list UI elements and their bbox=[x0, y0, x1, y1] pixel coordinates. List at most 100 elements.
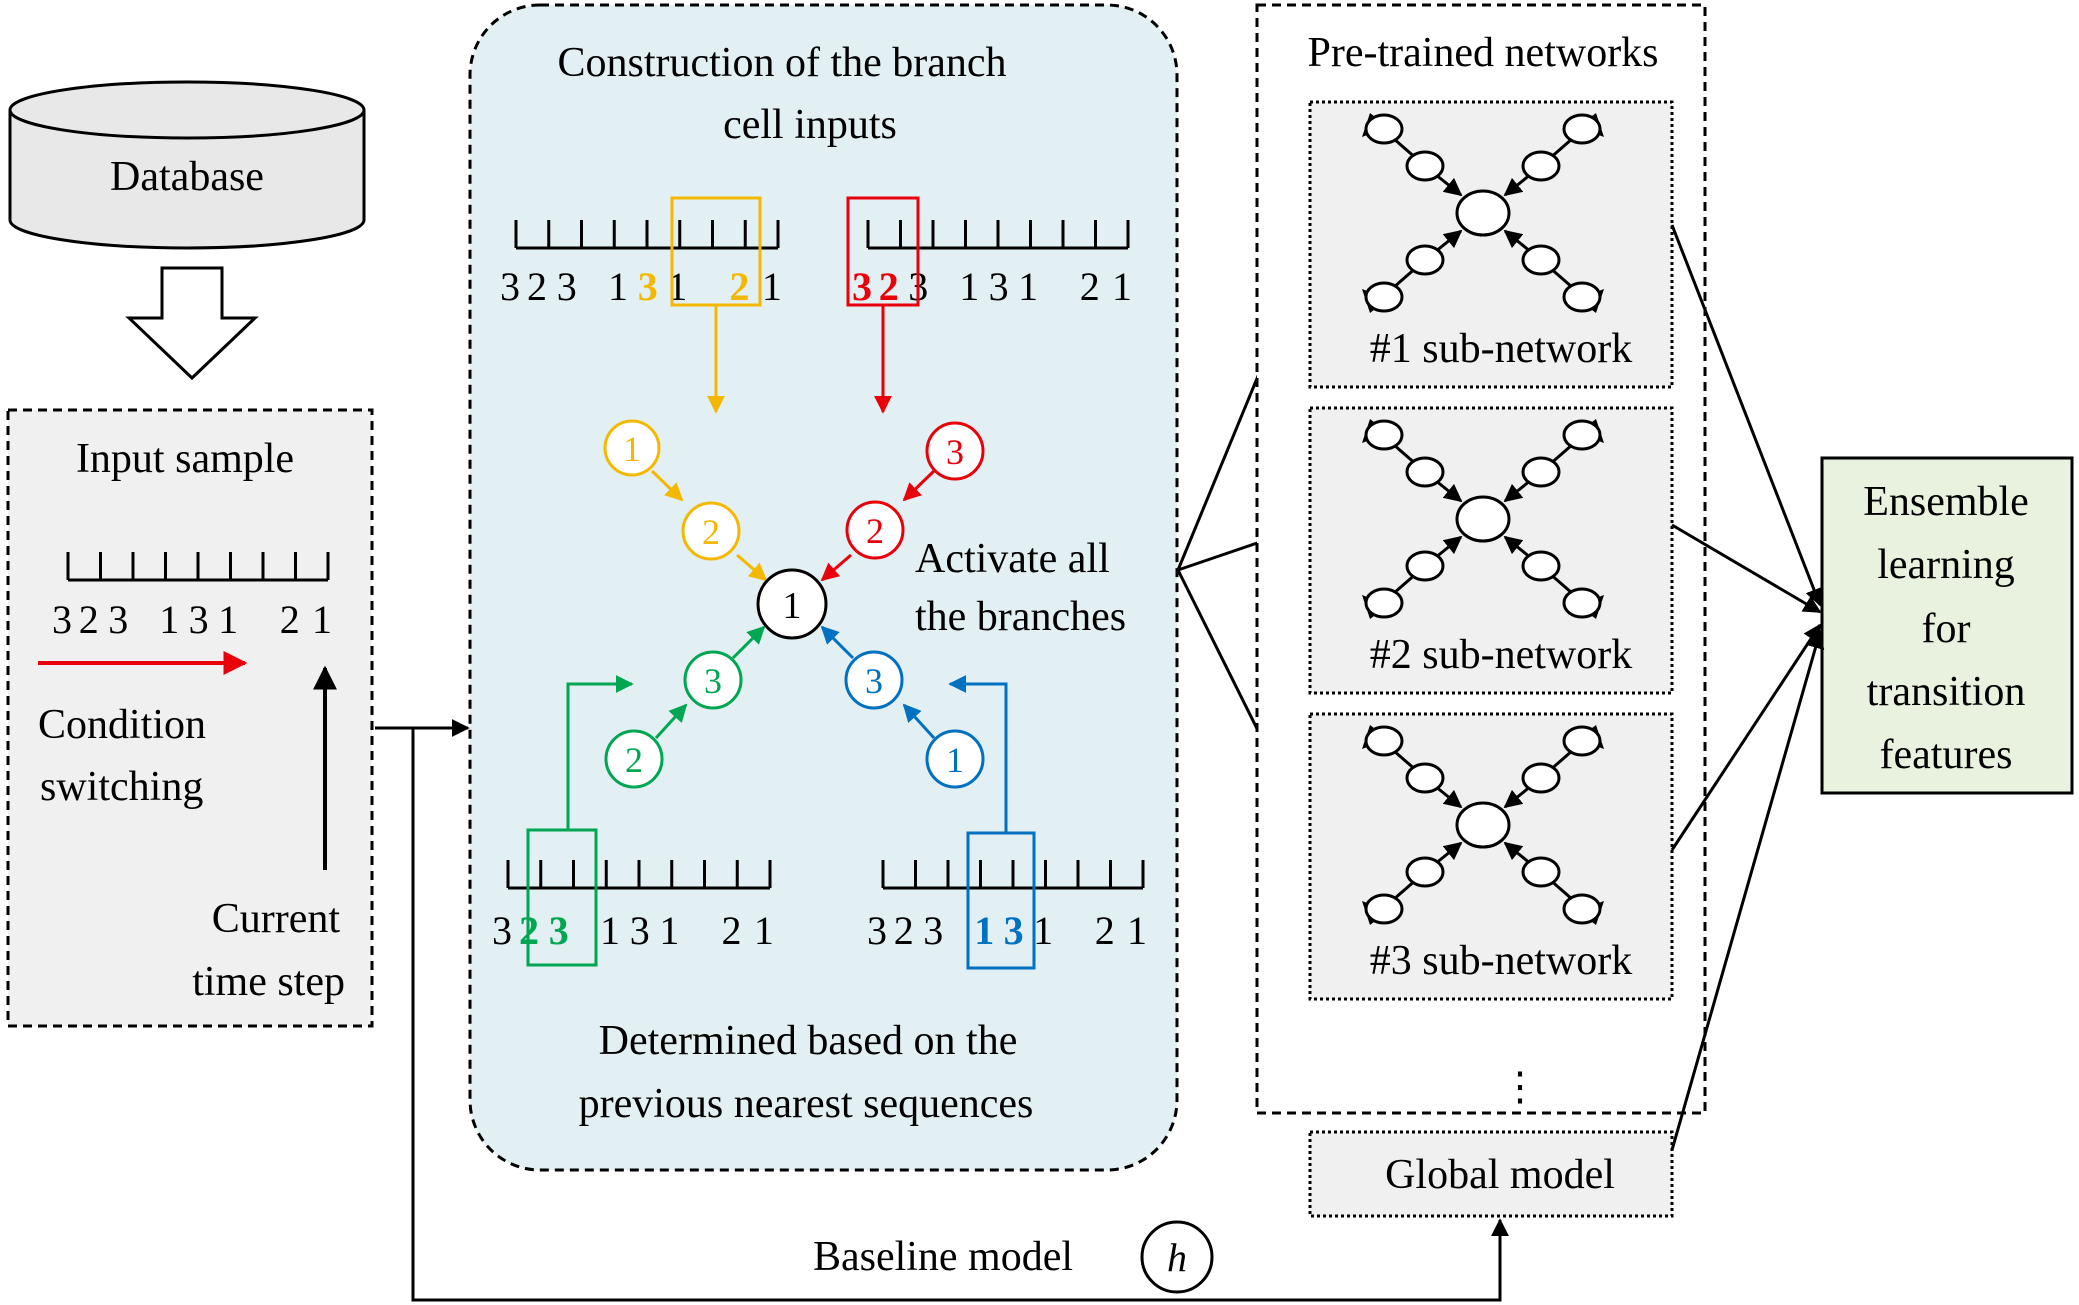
subnet-leaf-node bbox=[1364, 893, 1404, 925]
timeline-digit: 2 bbox=[1095, 908, 1115, 953]
baseline-path-arrow bbox=[411, 728, 1509, 1302]
timeline-digit: 2 bbox=[722, 908, 742, 953]
subnet-mid-node bbox=[1521, 762, 1561, 794]
global-model-box: Global model bbox=[1308, 1130, 1674, 1218]
timeline-digit: 1 bbox=[1033, 908, 1053, 953]
timeline-digit: 2 bbox=[280, 597, 300, 642]
database-cylinder: Database bbox=[8, 80, 366, 250]
subnet-leaf-node bbox=[1562, 587, 1602, 619]
activate-text-line2: the branches bbox=[915, 594, 1126, 640]
subnet-mid-node bbox=[1521, 244, 1561, 276]
ensemble-box: Ensemble learning for transition feature… bbox=[1820, 456, 2074, 795]
subnet-leaf-node bbox=[1562, 893, 1602, 925]
timeline-digit: 3 bbox=[549, 908, 569, 953]
ensemble-line4: transition bbox=[1867, 669, 2026, 715]
yellow-node-2: 2 bbox=[702, 512, 720, 552]
subnet-mid-node bbox=[1405, 244, 1445, 276]
subnetwork-3: #3 sub-network bbox=[1308, 712, 1674, 1001]
subnetwork-1-label: #1 sub-network bbox=[1370, 326, 1632, 372]
activate-text-line1: Activate all bbox=[915, 536, 1110, 582]
center-node-label: 1 bbox=[783, 585, 802, 627]
timeline-digit: 1 bbox=[974, 908, 994, 953]
construction-bottom-line2: previous nearest sequences bbox=[579, 1081, 1034, 1127]
timeline-digit: 3 bbox=[492, 908, 512, 953]
current-label-line1: Current bbox=[212, 896, 341, 942]
subnetwork-2: #2 sub-network bbox=[1308, 406, 1674, 695]
subnet-leaf-node bbox=[1364, 587, 1404, 619]
baseline-symbol: h bbox=[1167, 1235, 1187, 1280]
converge-arrows bbox=[1670, 224, 1825, 1151]
red-node-2: 2 bbox=[866, 511, 884, 551]
blue-node-1: 1 bbox=[946, 740, 964, 780]
subnet-mid-node bbox=[1521, 550, 1561, 582]
construction-title-line2: cell inputs bbox=[723, 102, 897, 148]
baseline-symbol-circle bbox=[1140, 1220, 1214, 1294]
ensemble-line2: learning bbox=[1877, 542, 2015, 588]
ensemble-line3: for bbox=[1922, 606, 1971, 652]
timeline-digit: 2 bbox=[527, 264, 547, 309]
timeline-digit: 1 bbox=[600, 908, 620, 953]
timeline-digit: 3 bbox=[189, 597, 209, 642]
timeline-digit: 1 bbox=[762, 264, 782, 309]
condition-label-line2: switching bbox=[40, 764, 203, 810]
subnet-mid-node bbox=[1405, 762, 1445, 794]
subnet-leaf-node bbox=[1364, 725, 1404, 757]
timeline-digit: 3 bbox=[108, 597, 128, 642]
condition-label-line1: Condition bbox=[38, 702, 206, 748]
subnet-leaf-node bbox=[1562, 725, 1602, 757]
red-node-3: 3 bbox=[946, 432, 964, 472]
ensemble-line1: Ensemble bbox=[1863, 479, 2029, 525]
timeline-digit: 1 bbox=[754, 908, 774, 953]
timeline-digit: 1 bbox=[1127, 908, 1147, 953]
timeline-digit: 3 bbox=[989, 264, 1009, 309]
database-label: Database bbox=[110, 154, 264, 200]
green-node-3: 3 bbox=[704, 661, 722, 701]
branch-cell-yellow: 1 2 bbox=[603, 419, 768, 582]
timeline-digit: 1 bbox=[659, 908, 679, 953]
baseline-label: Baseline model bbox=[813, 1234, 1073, 1280]
subnet-leaf-node bbox=[1562, 113, 1602, 145]
timeline-digit: 3 bbox=[52, 597, 72, 642]
timeline-digit: 1 bbox=[608, 264, 628, 309]
subnet-mid-node bbox=[1405, 550, 1445, 582]
subnet-leaf-node bbox=[1364, 113, 1404, 145]
timeline-digit: 3 bbox=[630, 908, 650, 953]
timeline-digit: 1 bbox=[1112, 264, 1132, 309]
blue-selection-box bbox=[966, 831, 1036, 970]
subnet-mid-node bbox=[1521, 456, 1561, 488]
timeline-digit: 3 bbox=[923, 908, 943, 953]
timeline-digit: 1 bbox=[667, 264, 687, 309]
timeline-digit: 1 bbox=[159, 597, 179, 642]
center-node bbox=[756, 568, 828, 640]
subnet-leaf-node bbox=[1562, 419, 1602, 451]
input-sample-title: Input sample bbox=[76, 436, 294, 482]
subnetwork-3-label: #3 sub-network bbox=[1370, 938, 1632, 984]
pretrained-networks-box: Pre-trained networks #1 sub-network #2 s… bbox=[1255, 3, 1707, 1115]
timeline-digit: 1 bbox=[959, 264, 979, 309]
timeline-digit: 2 bbox=[79, 597, 99, 642]
timeline-digit: 1 bbox=[1018, 264, 1038, 309]
subnetwork-1-graph bbox=[1362, 113, 1604, 313]
subnet-mid-node bbox=[1521, 150, 1561, 182]
subnet-mid-node bbox=[1521, 856, 1561, 888]
timeline-digit: 2 bbox=[730, 264, 750, 309]
subnet-center-node bbox=[1455, 495, 1511, 543]
green-node-2: 2 bbox=[625, 740, 643, 780]
subnet-mid-node bbox=[1405, 150, 1445, 182]
database-down-arrow bbox=[125, 266, 259, 381]
green-selection-arrow bbox=[566, 675, 634, 830]
construction-title-line1: Construction of the branch bbox=[557, 40, 1006, 86]
timeline-digit: 1 bbox=[312, 597, 332, 642]
timeline-digit: 2 bbox=[894, 908, 914, 953]
current-label-line2: time step bbox=[192, 959, 345, 1005]
construction-panel: Construction of the branch cell inputs 3… bbox=[468, 3, 1179, 1172]
branch-cell-green: 2 3 bbox=[604, 625, 766, 789]
subnetwork-3-graph bbox=[1362, 725, 1604, 925]
subnetwork-2-label: #2 sub-network bbox=[1370, 632, 1632, 678]
subnet-center-node bbox=[1455, 801, 1511, 849]
subnet-center-node bbox=[1455, 189, 1511, 237]
